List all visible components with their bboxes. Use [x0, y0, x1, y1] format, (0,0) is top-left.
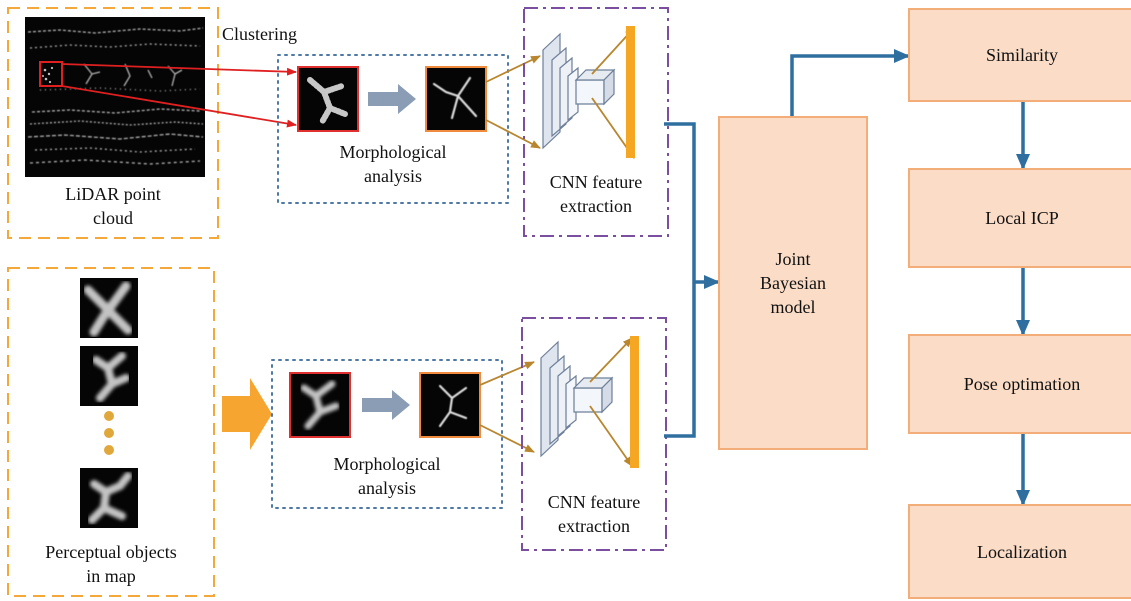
cnn-bottom-caption-line-2: extraction: [558, 516, 630, 536]
features-merge-connector: [664, 122, 696, 438]
cluster-thumbnail-top: [297, 66, 359, 132]
cnn-top-panel-border: [523, 7, 669, 237]
similarity-box: Similarity: [908, 8, 1131, 102]
lidar-point-cloud-image: [25, 17, 205, 177]
cnn-top-caption: CNN feature extraction: [524, 170, 668, 218]
morph-top-caption-line-1: Morphological: [339, 142, 447, 162]
map-caption-line-2: in map: [86, 566, 136, 586]
map-object-thumbnail-3: [80, 468, 138, 528]
to-cnn-arrow-top-2: [485, 119, 541, 149]
cnn-out-arrow-bottom-1: [589, 337, 633, 383]
local-icp-box: Local ICP: [908, 168, 1131, 268]
lidar-caption: LiDAR point cloud: [8, 182, 218, 230]
morph-top-caption-line-2: analysis: [364, 166, 422, 186]
ellipsis-dot-2: [104, 428, 114, 438]
cnn-out-arrow-bottom-2: [589, 405, 633, 467]
map-object-thumbnail-1: [80, 278, 138, 338]
lidar-caption-line-1: LiDAR point: [65, 184, 161, 204]
ellipsis-dot-1: [104, 411, 114, 421]
to-similarity-arrow: [790, 49, 910, 116]
joint-model-line-3: model: [770, 297, 816, 317]
skeleton-thumbnail-bottom: [419, 372, 481, 438]
cnn-top-caption-line-1: CNN feature: [549, 172, 643, 192]
map-to-morph-arrow: [222, 378, 272, 450]
morph-bottom-caption: Morphological analysis: [272, 452, 502, 500]
clustering-label: Clustering: [222, 24, 297, 44]
joint-bayesian-model-box: Joint Bayesian model: [718, 116, 868, 450]
cnn-layers-bottom: [540, 340, 614, 458]
process-arrow-bottom: [362, 390, 410, 420]
map-caption: Perceptual objects in map: [8, 540, 214, 588]
joint-model-line-2: Bayesian: [760, 273, 826, 293]
to-cnn-arrow-bottom-2: [479, 424, 535, 453]
to-cnn-arrow-top-1: [485, 55, 541, 83]
lidar-panel-border: [7, 7, 219, 239]
morph-bottom-caption-line-1: Morphological: [333, 454, 441, 474]
morph-top-caption: Morphological analysis: [278, 140, 508, 188]
pose-optimation-label: Pose optimation: [963, 374, 1081, 394]
ellipsis-dot-3: [104, 445, 114, 455]
map-panel-border: [7, 267, 215, 597]
map-object-thumbnail-2: [80, 346, 138, 406]
morph-top-panel-border: [277, 54, 509, 204]
map-caption-line-1: Perceptual objects: [45, 542, 177, 562]
cnn-layers-top: [542, 32, 616, 150]
local-icp-label: Local ICP: [985, 208, 1059, 228]
pose-optimation-box: Pose optimation: [908, 334, 1131, 434]
feature-vector-bottom: [630, 336, 639, 468]
clustering-arrow-top: [61, 63, 297, 76]
clustering-arrow-bottom: [61, 85, 297, 128]
cluster-thumbnail-bottom: [289, 372, 351, 438]
morph-bottom-panel-border: [271, 359, 503, 509]
process-arrow-top: [368, 84, 416, 114]
feature-vector-top: [626, 26, 635, 158]
lidar-caption-line-2: cloud: [93, 208, 133, 228]
cnn-bottom-caption-line-1: CNN feature: [547, 492, 641, 512]
similarity-label: Similarity: [986, 45, 1058, 65]
localization-box: Localization: [908, 504, 1131, 599]
cnn-top-caption-line-2: extraction: [560, 196, 632, 216]
morph-bottom-caption-line-2: analysis: [358, 478, 416, 498]
localization-label: Localization: [977, 541, 1067, 562]
to-cnn-arrow-bottom-1: [479, 361, 535, 386]
skeleton-thumbnail-top: [425, 66, 487, 132]
joint-model-line-1: Joint: [775, 249, 811, 269]
cnn-bottom-caption: CNN feature extraction: [522, 490, 666, 538]
selected-cluster-highlight: [39, 61, 63, 87]
